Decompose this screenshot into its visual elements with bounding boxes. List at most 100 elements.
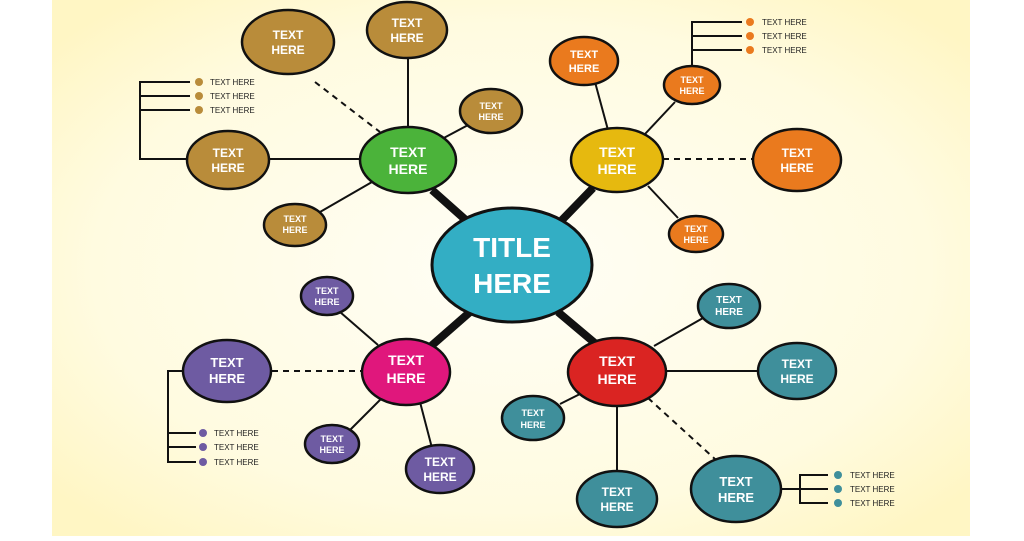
leaf-yellow-top-line1: TEXT — [680, 75, 704, 85]
branch-green-shape — [358, 125, 458, 195]
list-purple: TEXT HERE TEXT HERE TEXT HERE — [199, 429, 259, 467]
connector-pink-bottom — [419, 401, 433, 449]
leaf-red-bottomright-line2: HERE — [718, 490, 754, 505]
connector-center-pink — [427, 308, 473, 351]
leaf-pink-bottomleft-line2: HERE — [319, 445, 344, 455]
connector-pink-top — [339, 311, 379, 346]
leaf-green-left[interactable]: TEXT HERE — [185, 129, 271, 191]
connector-center-green — [429, 187, 471, 225]
connector-pink-bottomleft — [349, 397, 383, 431]
connector-yellow-bottom — [647, 185, 679, 219]
bullet-icon — [195, 78, 203, 86]
main-connectors — [427, 185, 599, 351]
leaf-green-left-line1: TEXT — [213, 146, 244, 160]
leaf-red-left[interactable]: TEXT HERE — [500, 394, 566, 442]
bracket-teal — [780, 474, 828, 490]
leaf-pink-top-shape — [299, 275, 355, 317]
leaf-green-left-line2: HERE — [211, 161, 244, 175]
leaf-pink-top-line1: TEXT — [315, 286, 339, 296]
list-item: TEXT HERE — [214, 458, 259, 467]
leaf-red-top[interactable]: TEXT HERE — [696, 282, 762, 330]
leaf-green-top[interactable]: TEXT HERE — [365, 0, 449, 60]
leaf-pink-left[interactable]: TEXT HERE — [181, 338, 273, 404]
list-brown: TEXT HERE TEXT HERE TEXT HERE — [195, 78, 255, 115]
leaf-pink-bottom[interactable]: TEXT HERE — [404, 443, 476, 495]
connector-green-bottom — [319, 181, 373, 213]
branch-yellow-shape — [569, 126, 665, 194]
leaf-green-top-line1: TEXT — [392, 16, 423, 30]
leaf-pink-top-line2: HERE — [314, 297, 339, 307]
leaf-yellow-topleft-shape — [548, 35, 620, 87]
leaf-green-bottom-line2: HERE — [282, 225, 307, 235]
branch-node-yellow[interactable]: TEXT HERE — [569, 126, 665, 194]
connector-green-topleft — [314, 81, 381, 133]
list-item: TEXT HERE — [850, 485, 895, 494]
title-node[interactable]: TITLE HERE — [430, 206, 594, 324]
leaf-yellow-bottom-shape — [667, 214, 725, 254]
leaf-red-bottom-shape — [575, 469, 659, 529]
branch-green-line2: HERE — [389, 161, 428, 177]
leaf-red-bottomright[interactable]: TEXT HERE — [689, 454, 783, 524]
bullet-icon — [834, 485, 842, 493]
list-item: TEXT HERE — [210, 92, 255, 101]
branch-pink-line1: TEXT — [388, 352, 424, 368]
leaf-green-bottom[interactable]: TEXT HERE — [262, 202, 328, 248]
branch-pink-shape — [360, 337, 452, 407]
title-node-shape — [430, 206, 594, 324]
connector-yellow-top — [644, 101, 676, 135]
bullet-icon — [195, 92, 203, 100]
leaf-yellow-topleft-line2: HERE — [569, 63, 600, 75]
leaf-red-left-line1: TEXT — [521, 408, 545, 418]
leaf-green-topleft-line2: HERE — [271, 43, 304, 57]
leaf-yellow-right[interactable]: TEXT HERE — [751, 127, 843, 193]
leaf-yellow-bottom[interactable]: TEXT HERE — [667, 214, 725, 254]
branch-node-pink[interactable]: TEXT HERE — [360, 337, 452, 407]
leaf-pink-left-shape — [181, 338, 273, 404]
leaf-pink-bottom-line2: HERE — [423, 470, 456, 484]
leaf-pink-bottomleft-line1: TEXT — [320, 434, 344, 444]
leaf-green-topleft[interactable]: TEXT HERE — [240, 8, 336, 76]
branch-green-line1: TEXT — [390, 144, 426, 160]
bullet-icon — [195, 106, 203, 114]
connector-red-top — [653, 317, 704, 347]
leaf-red-top-shape — [696, 282, 762, 330]
leaf-yellow-right-line1: TEXT — [782, 146, 813, 160]
branch-red-line2: HERE — [598, 371, 637, 387]
title-line2: HERE — [473, 268, 551, 299]
leaf-pink-bottom-shape — [404, 443, 476, 495]
bracket-purple — [167, 370, 196, 463]
leaf-pink-left-line1: TEXT — [210, 355, 243, 370]
bracket-teal-low — [799, 489, 828, 504]
leaf-pink-top[interactable]: TEXT HERE — [299, 275, 355, 317]
leaf-yellow-top[interactable]: TEXT HERE — [662, 64, 722, 106]
branch-yellow-line1: TEXT — [599, 144, 635, 160]
list-item: TEXT HERE — [214, 443, 259, 452]
leaf-pink-bottom-line1: TEXT — [425, 455, 456, 469]
bullet-icon — [199, 458, 207, 466]
leaf-red-bottom[interactable]: TEXT HERE — [575, 469, 659, 529]
list-teal: TEXT HERE TEXT HERE TEXT HERE — [834, 471, 895, 508]
leaf-red-right-shape — [756, 341, 838, 401]
connector-red-bottomright — [647, 397, 717, 461]
branch-node-red[interactable]: TEXT HERE — [566, 336, 668, 408]
leaf-pink-bottomleft-shape — [303, 423, 361, 465]
leaf-pink-bottomleft[interactable]: TEXT HERE — [303, 423, 361, 465]
leaf-green-top-line2: HERE — [390, 31, 423, 45]
leaf-green-top-shape — [365, 0, 449, 60]
leaf-yellow-topleft[interactable]: TEXT HERE — [548, 35, 620, 87]
connector-green-right — [439, 123, 471, 141]
leaf-yellow-topleft-line1: TEXT — [570, 49, 598, 61]
leaf-green-right[interactable]: TEXT HERE — [458, 87, 524, 135]
leaf-red-right-line2: HERE — [780, 372, 813, 386]
leaf-red-top-line1: TEXT — [716, 295, 742, 306]
leaf-yellow-right-shape — [751, 127, 843, 193]
leaf-red-bottomright-line1: TEXT — [719, 474, 752, 489]
list-orange: TEXT HERE TEXT HERE TEXT HERE — [746, 18, 807, 55]
leaf-yellow-right-line2: HERE — [780, 161, 813, 175]
leaf-yellow-bottom-line2: HERE — [683, 235, 708, 245]
branch-node-green[interactable]: TEXT HERE — [358, 125, 458, 195]
leaf-connectors — [139, 21, 828, 504]
leaf-red-right[interactable]: TEXT HERE — [756, 341, 838, 401]
list-item: TEXT HERE — [762, 46, 807, 55]
